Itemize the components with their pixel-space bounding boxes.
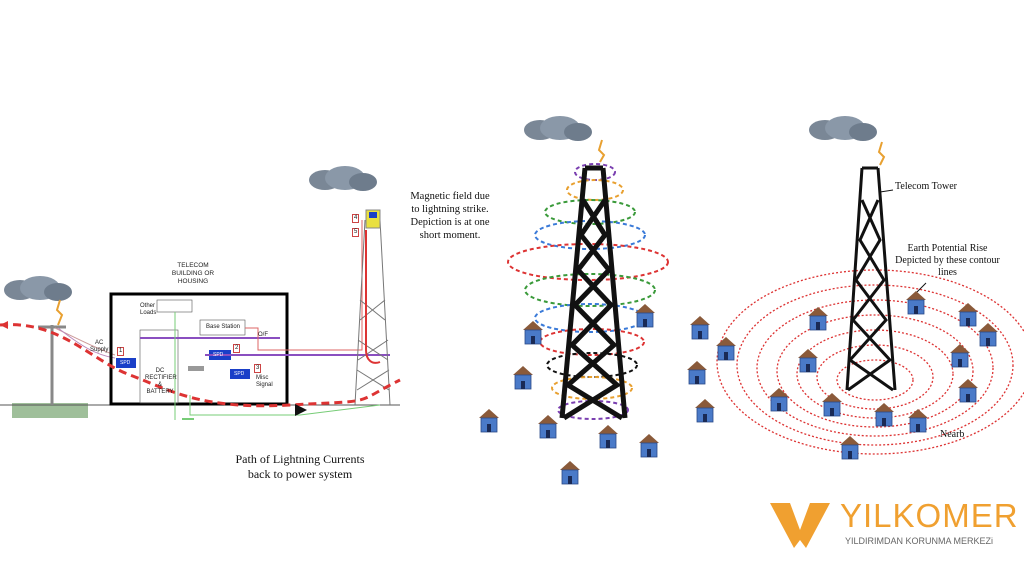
house-icon: [716, 337, 736, 361]
house-icon: [798, 349, 818, 373]
spd-label: SPD: [213, 352, 224, 358]
cloud-icon: [809, 116, 877, 141]
marker-5: 5: [352, 228, 360, 237]
house-icon: [840, 436, 860, 460]
house-icon: [958, 303, 978, 327]
marker-1: 1: [117, 347, 125, 356]
house-icon: [906, 291, 926, 315]
house-icon: [635, 304, 655, 328]
house-icon: [479, 409, 499, 433]
rectifier-box: [139, 329, 179, 404]
house-icon: [695, 399, 715, 423]
magnetic-field-ring: [539, 328, 645, 356]
house-icon: [769, 388, 789, 412]
marker-2: 2: [233, 344, 241, 353]
house-icon: [950, 344, 970, 368]
cloud-icon: [4, 276, 72, 301]
house-icon: [958, 379, 978, 403]
house-icon: [978, 323, 998, 347]
magnetic-field-ring: [566, 179, 624, 201]
potential-contour: [736, 284, 1014, 446]
spd-label: SPD: [120, 360, 131, 366]
telecom-tower-right: [845, 166, 897, 392]
logo-name: YILKOMER: [840, 497, 1019, 534]
marker-3: 3: [254, 364, 262, 373]
oif-label: O/F: [258, 332, 268, 338]
house-icon: [822, 393, 842, 417]
house-icon: [523, 321, 543, 345]
nearby-label: Nearb: [940, 429, 965, 440]
spd-3: [230, 369, 250, 379]
magnetic-field-ring: [544, 199, 636, 225]
telecom-tower-left: [354, 219, 391, 406]
house-icon: [690, 316, 710, 340]
marker-4: 4: [352, 214, 360, 223]
telecom-tower-label: Telecom Tower: [895, 181, 958, 192]
cloud-icon: [309, 166, 377, 191]
telecom-tower-middle: [559, 165, 628, 421]
base-station-label: Base Station: [206, 324, 241, 330]
logo-mark-icon: [770, 503, 830, 548]
house-icon: [908, 409, 928, 433]
house-icon: [560, 461, 580, 485]
house-icon: [808, 307, 828, 331]
house-icon: [874, 403, 894, 427]
ground-patch: [12, 403, 88, 418]
house-icon: [639, 434, 659, 458]
cloud-icon: [524, 116, 592, 141]
house-icon: [513, 366, 533, 390]
potential-contour: [756, 299, 994, 437]
spd-label: SPD: [234, 371, 245, 377]
lightning-current-path: [0, 323, 401, 408]
house-icon: [538, 415, 558, 439]
telecom-building: [109, 292, 289, 406]
house-icon: [598, 425, 618, 449]
potential-contour: [776, 314, 974, 428]
spd-1: [116, 358, 136, 368]
house-icon: [687, 361, 707, 385]
magnetic-field-ring: [546, 352, 638, 378]
potential-contour: [836, 359, 914, 401]
logo-tagline: YILDIRIMDAN KORUNMA MERKEZi: [845, 536, 994, 546]
magnetic-field-ring: [524, 273, 656, 307]
lightning-bolt: [55, 299, 64, 326]
